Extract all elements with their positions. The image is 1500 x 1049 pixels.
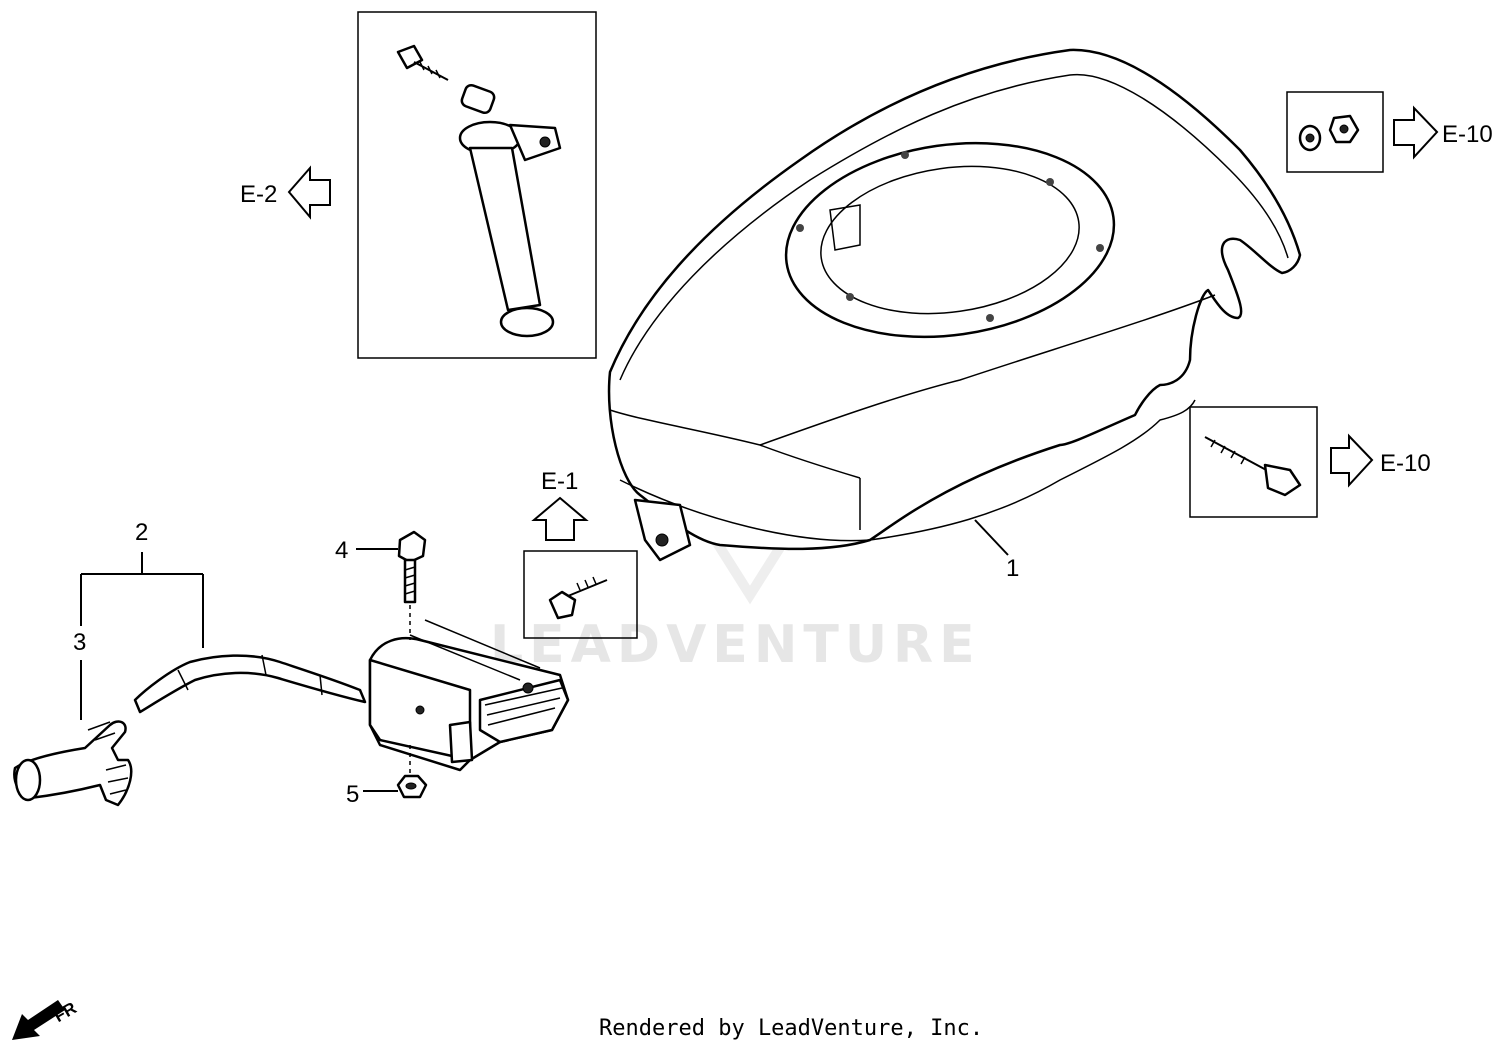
ref-e1[interactable]: E-1 bbox=[531, 468, 589, 541]
ref-e10-top[interactable]: E-10 bbox=[1393, 105, 1493, 160]
callout-2: 2 bbox=[80, 519, 204, 648]
callout-1: 1 bbox=[974, 519, 1019, 582]
arrow-down-left-icon bbox=[12, 1000, 65, 1040]
starter-inset-frame bbox=[357, 11, 597, 359]
footer-credit: Rendered by LeadVenture, Inc. bbox=[599, 1016, 983, 1041]
arrow-up-icon bbox=[531, 496, 589, 541]
bolt-inset-e10 bbox=[1189, 406, 1318, 518]
front-direction-indicator: FR bbox=[12, 998, 80, 1040]
arrow-left-icon bbox=[287, 165, 331, 220]
flange-nut-part[interactable] bbox=[396, 745, 428, 799]
ref-e10-mid-label: E-10 bbox=[1380, 450, 1431, 477]
callout-2-label: 2 bbox=[135, 519, 148, 546]
callout-5-label: 5 bbox=[346, 781, 359, 808]
ref-e1-label: E-1 bbox=[541, 468, 578, 495]
spark-plug-cap-part[interactable] bbox=[13, 720, 133, 807]
callout-3: 3 bbox=[73, 629, 86, 720]
ref-e2-label: E-2 bbox=[240, 181, 277, 208]
bolt-inset-e10-frame bbox=[1189, 406, 1318, 518]
callout-4-label: 4 bbox=[335, 537, 348, 564]
callout-1-label: 1 bbox=[1006, 555, 1019, 582]
nut-inset-e10-frame bbox=[1286, 91, 1384, 173]
ref-e2[interactable]: E-2 bbox=[240, 165, 331, 220]
fan-cover-part[interactable] bbox=[607, 48, 1302, 562]
watermark-text: LEADVENTURE bbox=[490, 615, 981, 675]
starter-collar[interactable] bbox=[460, 83, 496, 115]
ref-e10-top-label: E-10 bbox=[1442, 121, 1493, 148]
callout-3-label: 3 bbox=[73, 629, 86, 656]
callout-4: 4 bbox=[335, 537, 398, 564]
callout-5: 5 bbox=[346, 781, 398, 808]
long-bolt-part[interactable] bbox=[1204, 436, 1302, 497]
ref-e10-mid[interactable]: E-10 bbox=[1330, 433, 1431, 488]
nut-inset-e10 bbox=[1286, 91, 1384, 173]
flange-bolt-small[interactable] bbox=[548, 576, 608, 620]
bolt-inset-e1-frame bbox=[523, 550, 638, 639]
arrow-right-icon bbox=[1330, 433, 1374, 488]
arrow-right-icon bbox=[1393, 105, 1439, 160]
starter-bolt[interactable] bbox=[396, 44, 449, 81]
bolt-inset-e1 bbox=[523, 550, 638, 639]
flange-bolt-part[interactable] bbox=[397, 530, 427, 640]
starter-tube[interactable] bbox=[458, 120, 562, 338]
ignition-coil-part[interactable] bbox=[133, 619, 570, 772]
starter-inset bbox=[357, 11, 597, 359]
